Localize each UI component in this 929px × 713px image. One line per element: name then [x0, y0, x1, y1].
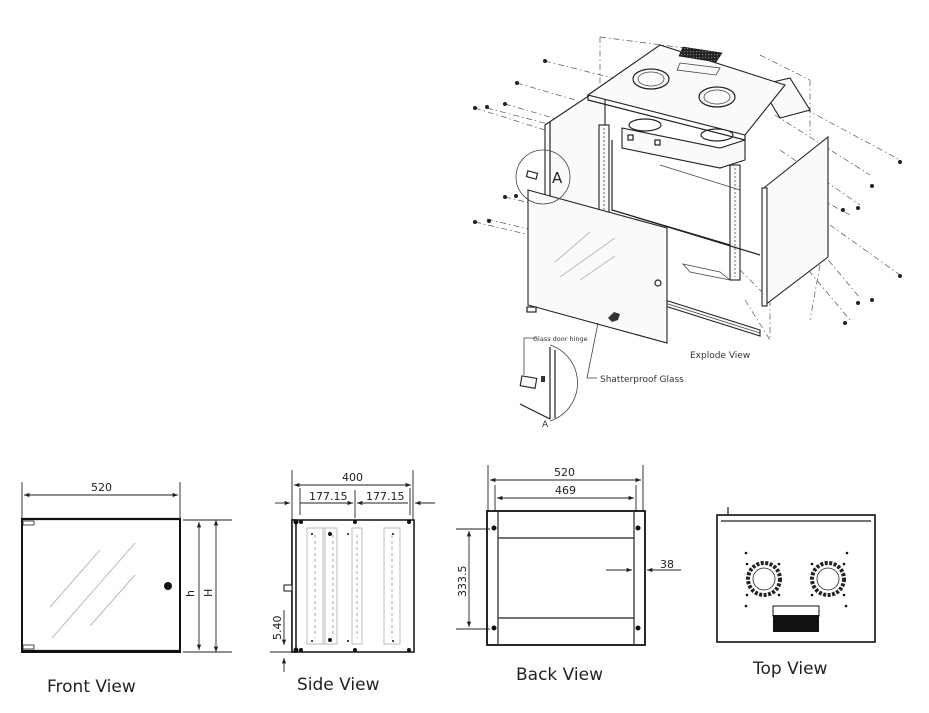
back-side-offset-dim: 38	[660, 558, 674, 571]
side-view: 400 177.15 177.15	[270, 470, 435, 695]
side-depth-dim: 400	[342, 471, 363, 484]
top-screws	[744, 551, 849, 608]
side-left-spacing-dim: 177.15	[309, 490, 348, 503]
front-view: 520 h H Front View	[21, 481, 232, 697]
detail-a-label: A	[542, 420, 549, 430]
front-view-title: Front View	[47, 677, 136, 697]
front-outer-height-label: H	[202, 589, 215, 597]
fan-tray	[621, 118, 746, 169]
back-hole-spacing-dim: 333.5	[456, 566, 469, 598]
glass-door	[526, 189, 668, 344]
glass-door-hinge-label: Glass door hinge	[533, 335, 588, 343]
top-view: Top View	[716, 507, 876, 679]
shatterproof-leader	[586, 322, 599, 379]
detail-marker-label: A	[552, 169, 563, 187]
side-screws	[293, 519, 411, 653]
side-offset-dim: 5.40	[271, 616, 284, 641]
bottom-rail	[664, 263, 761, 337]
back-view-title: Back View	[516, 665, 603, 685]
top-view-title: Top View	[752, 659, 828, 679]
back-inner-width-dim: 469	[555, 484, 576, 497]
front-inner-height-label: h	[184, 590, 197, 597]
detail-a-marker: A	[515, 149, 571, 205]
rack-rail-right	[729, 164, 741, 281]
screws-right	[841, 160, 902, 325]
screws-left	[473, 59, 547, 224]
explode-view: A Glass door hinge A Shatterproof Glass …	[473, 36, 902, 430]
fan-left	[746, 561, 782, 597]
back-outer-width-dim: 520	[554, 466, 575, 479]
back-view: 520 469 333.5 38 Back View	[456, 465, 681, 685]
front-width-dim: 520	[91, 481, 112, 494]
top-hinge	[22, 520, 35, 526]
side-rails	[306, 527, 401, 645]
fan-right	[810, 561, 846, 597]
explode-view-title: Explode View	[690, 351, 750, 361]
shatterproof-glass-label: Shatterproof Glass	[600, 375, 684, 385]
right-side-panel	[764, 135, 829, 307]
side-right-spacing-dim: 177.15	[366, 490, 405, 503]
detail-a-zoom: Glass door hinge A	[519, 335, 588, 430]
side-view-title: Side View	[297, 675, 380, 695]
hinge-part	[526, 306, 537, 313]
door-lock-icon	[164, 582, 172, 590]
top-cover	[586, 44, 786, 141]
vent-grille	[678, 46, 723, 63]
door-lock-icon	[608, 312, 620, 322]
bottom-hinge	[22, 644, 35, 650]
top-vent-panel	[772, 605, 820, 632]
